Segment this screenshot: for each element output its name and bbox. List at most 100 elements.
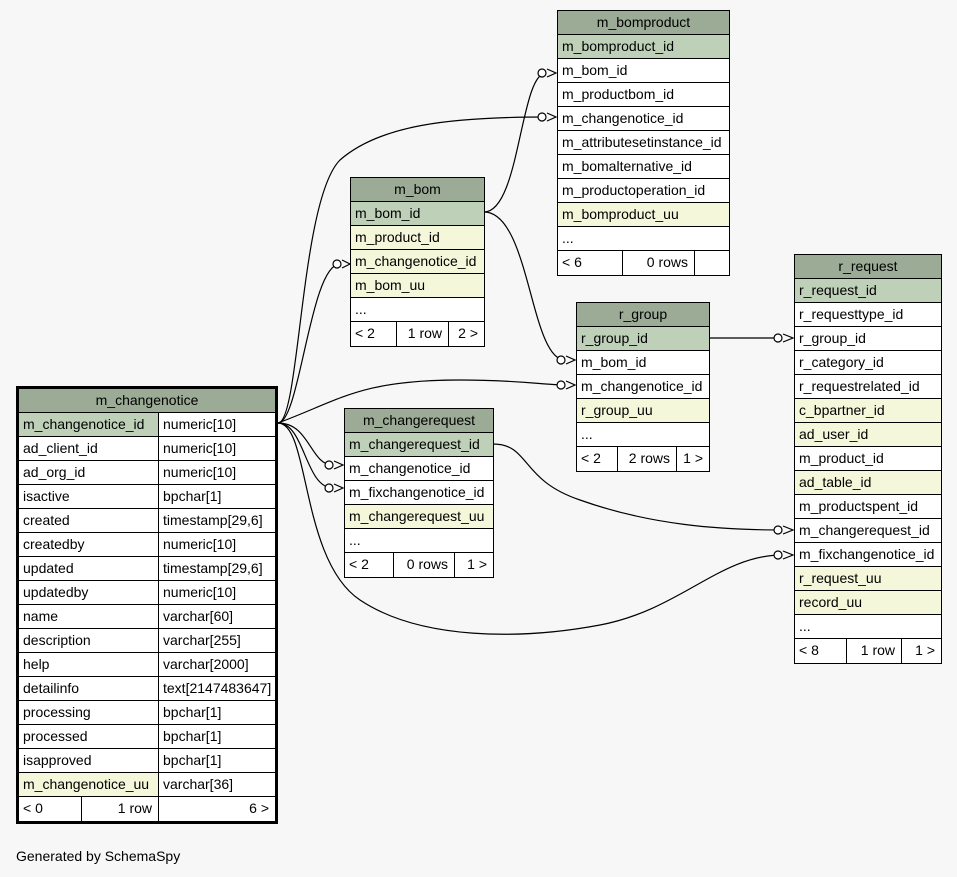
table-header[interactable]: m_bomproduct bbox=[558, 11, 729, 35]
column-row[interactable]: m_bomproduct_uu bbox=[558, 203, 729, 227]
column-row[interactable]: ad_user_id bbox=[795, 423, 941, 447]
column-row[interactable]: m_fixchangenotice_id bbox=[795, 543, 941, 567]
column-name: detailinfo bbox=[23, 680, 80, 696]
column-row[interactable]: m_product_id bbox=[795, 447, 941, 471]
column-row[interactable]: r_requestrelated_id bbox=[795, 375, 941, 399]
column-name: ... bbox=[581, 426, 593, 442]
column-row[interactable]: m_bom_id bbox=[351, 202, 484, 226]
parents-count[interactable]: < 2 bbox=[581, 450, 601, 466]
table-header[interactable]: r_group bbox=[577, 303, 709, 327]
column-name: r_requesttype_id bbox=[799, 306, 904, 322]
column-type: varchar[255] bbox=[158, 629, 275, 652]
parents-count[interactable]: < 2 bbox=[355, 325, 375, 341]
edge-m_changenotice-to-m_changerequest-2 bbox=[277, 422, 334, 489]
children-count[interactable]: 1 > bbox=[676, 447, 709, 471]
column-name: m_bomalternative_id bbox=[562, 158, 692, 174]
children-count[interactable]: 2 > bbox=[448, 322, 484, 346]
column-row[interactable]: ad_table_id bbox=[795, 471, 941, 495]
column-row[interactable]: r_group_uu bbox=[577, 399, 709, 423]
row-count: 0 rows bbox=[622, 251, 694, 275]
column-row[interactable]: r_requesttype_id bbox=[795, 303, 941, 327]
column-name: m_product_id bbox=[799, 450, 884, 466]
parents-count[interactable]: < 6 bbox=[562, 254, 582, 270]
edge-endpoints bbox=[324, 68, 783, 560]
column-row[interactable]: m_bom_id bbox=[577, 351, 709, 375]
column-row[interactable]: m_changerequest_id bbox=[345, 433, 493, 457]
table-header[interactable]: r_request bbox=[795, 255, 941, 279]
column-row[interactable]: c_bpartner_id bbox=[795, 399, 941, 423]
column-row[interactable]: m_changenotice_id bbox=[345, 457, 493, 481]
column-row[interactable]: m_productoperation_id bbox=[558, 179, 729, 203]
column-row[interactable]: m_bomalternative_id bbox=[558, 155, 729, 179]
column-name: m_changenotice_id bbox=[581, 378, 703, 394]
column-row[interactable]: m_bom_uu bbox=[351, 274, 484, 298]
column-row[interactable]: ... bbox=[577, 423, 709, 447]
children-count[interactable] bbox=[694, 251, 729, 275]
column-name: updatedby bbox=[23, 584, 89, 600]
column-row[interactable]: m_fixchangenotice_id bbox=[345, 481, 493, 505]
column-row[interactable]: m_productspent_id bbox=[795, 495, 941, 519]
column-row[interactable]: r_request_uu bbox=[795, 567, 941, 591]
column-type: bpchar[1] bbox=[158, 749, 275, 772]
column-type: varchar[36] bbox=[158, 773, 275, 796]
parents-count[interactable]: < 8 bbox=[799, 642, 819, 658]
children-count[interactable]: 1 > bbox=[901, 639, 941, 663]
column-row[interactable]: m_changenotice_id bbox=[558, 107, 729, 131]
column-row[interactable]: m_attributesetinstance_id bbox=[558, 131, 729, 155]
column-name: record_uu bbox=[799, 594, 863, 610]
parents-count[interactable]: < 2 bbox=[349, 556, 369, 572]
column-name: m_changenotice_id bbox=[355, 253, 477, 269]
column-row[interactable]: record_uu bbox=[795, 591, 941, 615]
column-row[interactable]: ... bbox=[351, 298, 484, 322]
crows-feet bbox=[333, 68, 795, 560]
column-name: ad_user_id bbox=[799, 426, 869, 442]
column-row[interactable]: r_category_id bbox=[795, 351, 941, 375]
table-header[interactable]: m_changerequest bbox=[345, 409, 493, 433]
column-row[interactable]: ... bbox=[795, 615, 941, 639]
column-row[interactable]: m_bomproduct_id bbox=[558, 35, 729, 59]
column-type: varchar[2000] bbox=[158, 653, 275, 676]
table-header[interactable]: m_changenotice bbox=[19, 389, 275, 413]
column-row[interactable]: m_changenotice_id bbox=[351, 250, 484, 274]
children-count[interactable]: 6 > bbox=[158, 797, 275, 821]
column-row[interactable]: m_changenotice_id bbox=[577, 375, 709, 399]
column-name: processed bbox=[23, 728, 88, 744]
column-row[interactable]: ... bbox=[345, 529, 493, 553]
column-row[interactable]: r_request_id bbox=[795, 279, 941, 303]
column-row[interactable]: m_bom_id bbox=[558, 59, 729, 83]
parents-count[interactable]: < 0 bbox=[23, 800, 43, 816]
column-name: ... bbox=[355, 301, 367, 317]
column-row[interactable]: m_changerequest_id bbox=[795, 519, 941, 543]
table-header[interactable]: m_bom bbox=[351, 178, 484, 202]
column-name: m_fixchangenotice_id bbox=[349, 484, 485, 500]
column-name: ... bbox=[562, 230, 574, 246]
column-row[interactable]: r_group_id bbox=[795, 327, 941, 351]
column-row[interactable]: m_productbom_id bbox=[558, 83, 729, 107]
column-row[interactable]: ... bbox=[558, 227, 729, 251]
column-row[interactable]: r_group_id bbox=[577, 327, 709, 351]
column-type: timestamp[29,6] bbox=[158, 509, 275, 532]
column-row[interactable]: m_product_id bbox=[351, 226, 484, 250]
column-row[interactable]: m_changerequest_uu bbox=[345, 505, 493, 529]
column-type: bpchar[1] bbox=[158, 701, 275, 724]
children-count[interactable]: 1 > bbox=[454, 553, 493, 577]
